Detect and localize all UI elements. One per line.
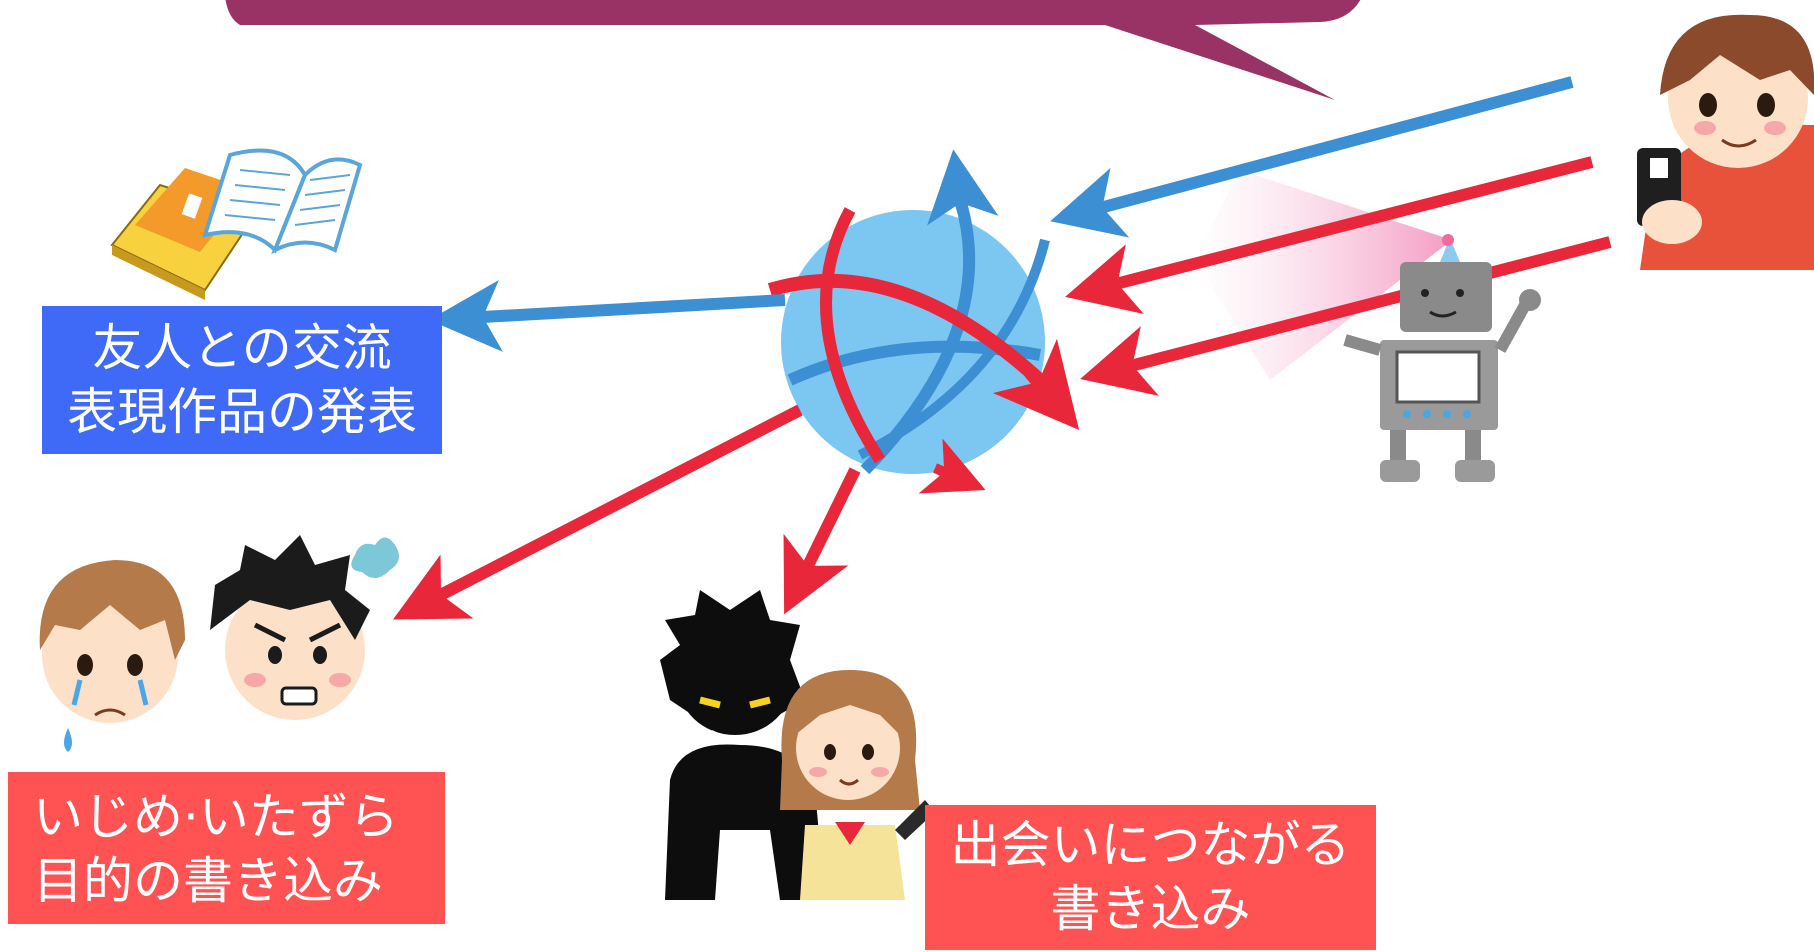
robot-icon bbox=[1343, 234, 1541, 482]
outgoing-arrow-meeting bbox=[783, 467, 861, 615]
crying-boy-icon bbox=[39, 560, 185, 752]
open-book-icon bbox=[110, 148, 363, 300]
label-bullying-line-2: 目的の書き込み bbox=[33, 852, 383, 910]
incoming-arrow-blue bbox=[1050, 76, 1574, 238]
label-meeting-line-1: 出会いにつながる bbox=[950, 816, 1351, 874]
label-friends-line-1: 友人との交流 bbox=[92, 319, 392, 377]
boy-with-phone-icon bbox=[1637, 14, 1814, 271]
incoming-arrow-red-2 bbox=[1080, 236, 1612, 396]
globe-icon bbox=[767, 149, 1080, 494]
incoming-arrow-red-1 bbox=[1065, 156, 1594, 314]
label-meeting-line-2: 書き込み bbox=[1050, 880, 1251, 938]
outgoing-arrow-bullying bbox=[392, 404, 803, 620]
label-meeting-posts: 出会いにつながる 書き込み bbox=[925, 805, 1376, 950]
schoolgirl-icon bbox=[780, 670, 935, 900]
label-bullying-posts: いじめ·いたずら 目的の書き込み bbox=[8, 772, 445, 924]
speech-bubble bbox=[225, 0, 1361, 100]
angry-boy-icon bbox=[210, 535, 399, 720]
label-bullying-line-1: いじめ·いたずら bbox=[33, 788, 399, 846]
label-friends-and-works: 友人との交流 表現作品の発表 bbox=[42, 306, 442, 454]
label-friends-line-2: 表現作品の発表 bbox=[67, 383, 417, 441]
outgoing-arrow-friends bbox=[429, 280, 786, 352]
